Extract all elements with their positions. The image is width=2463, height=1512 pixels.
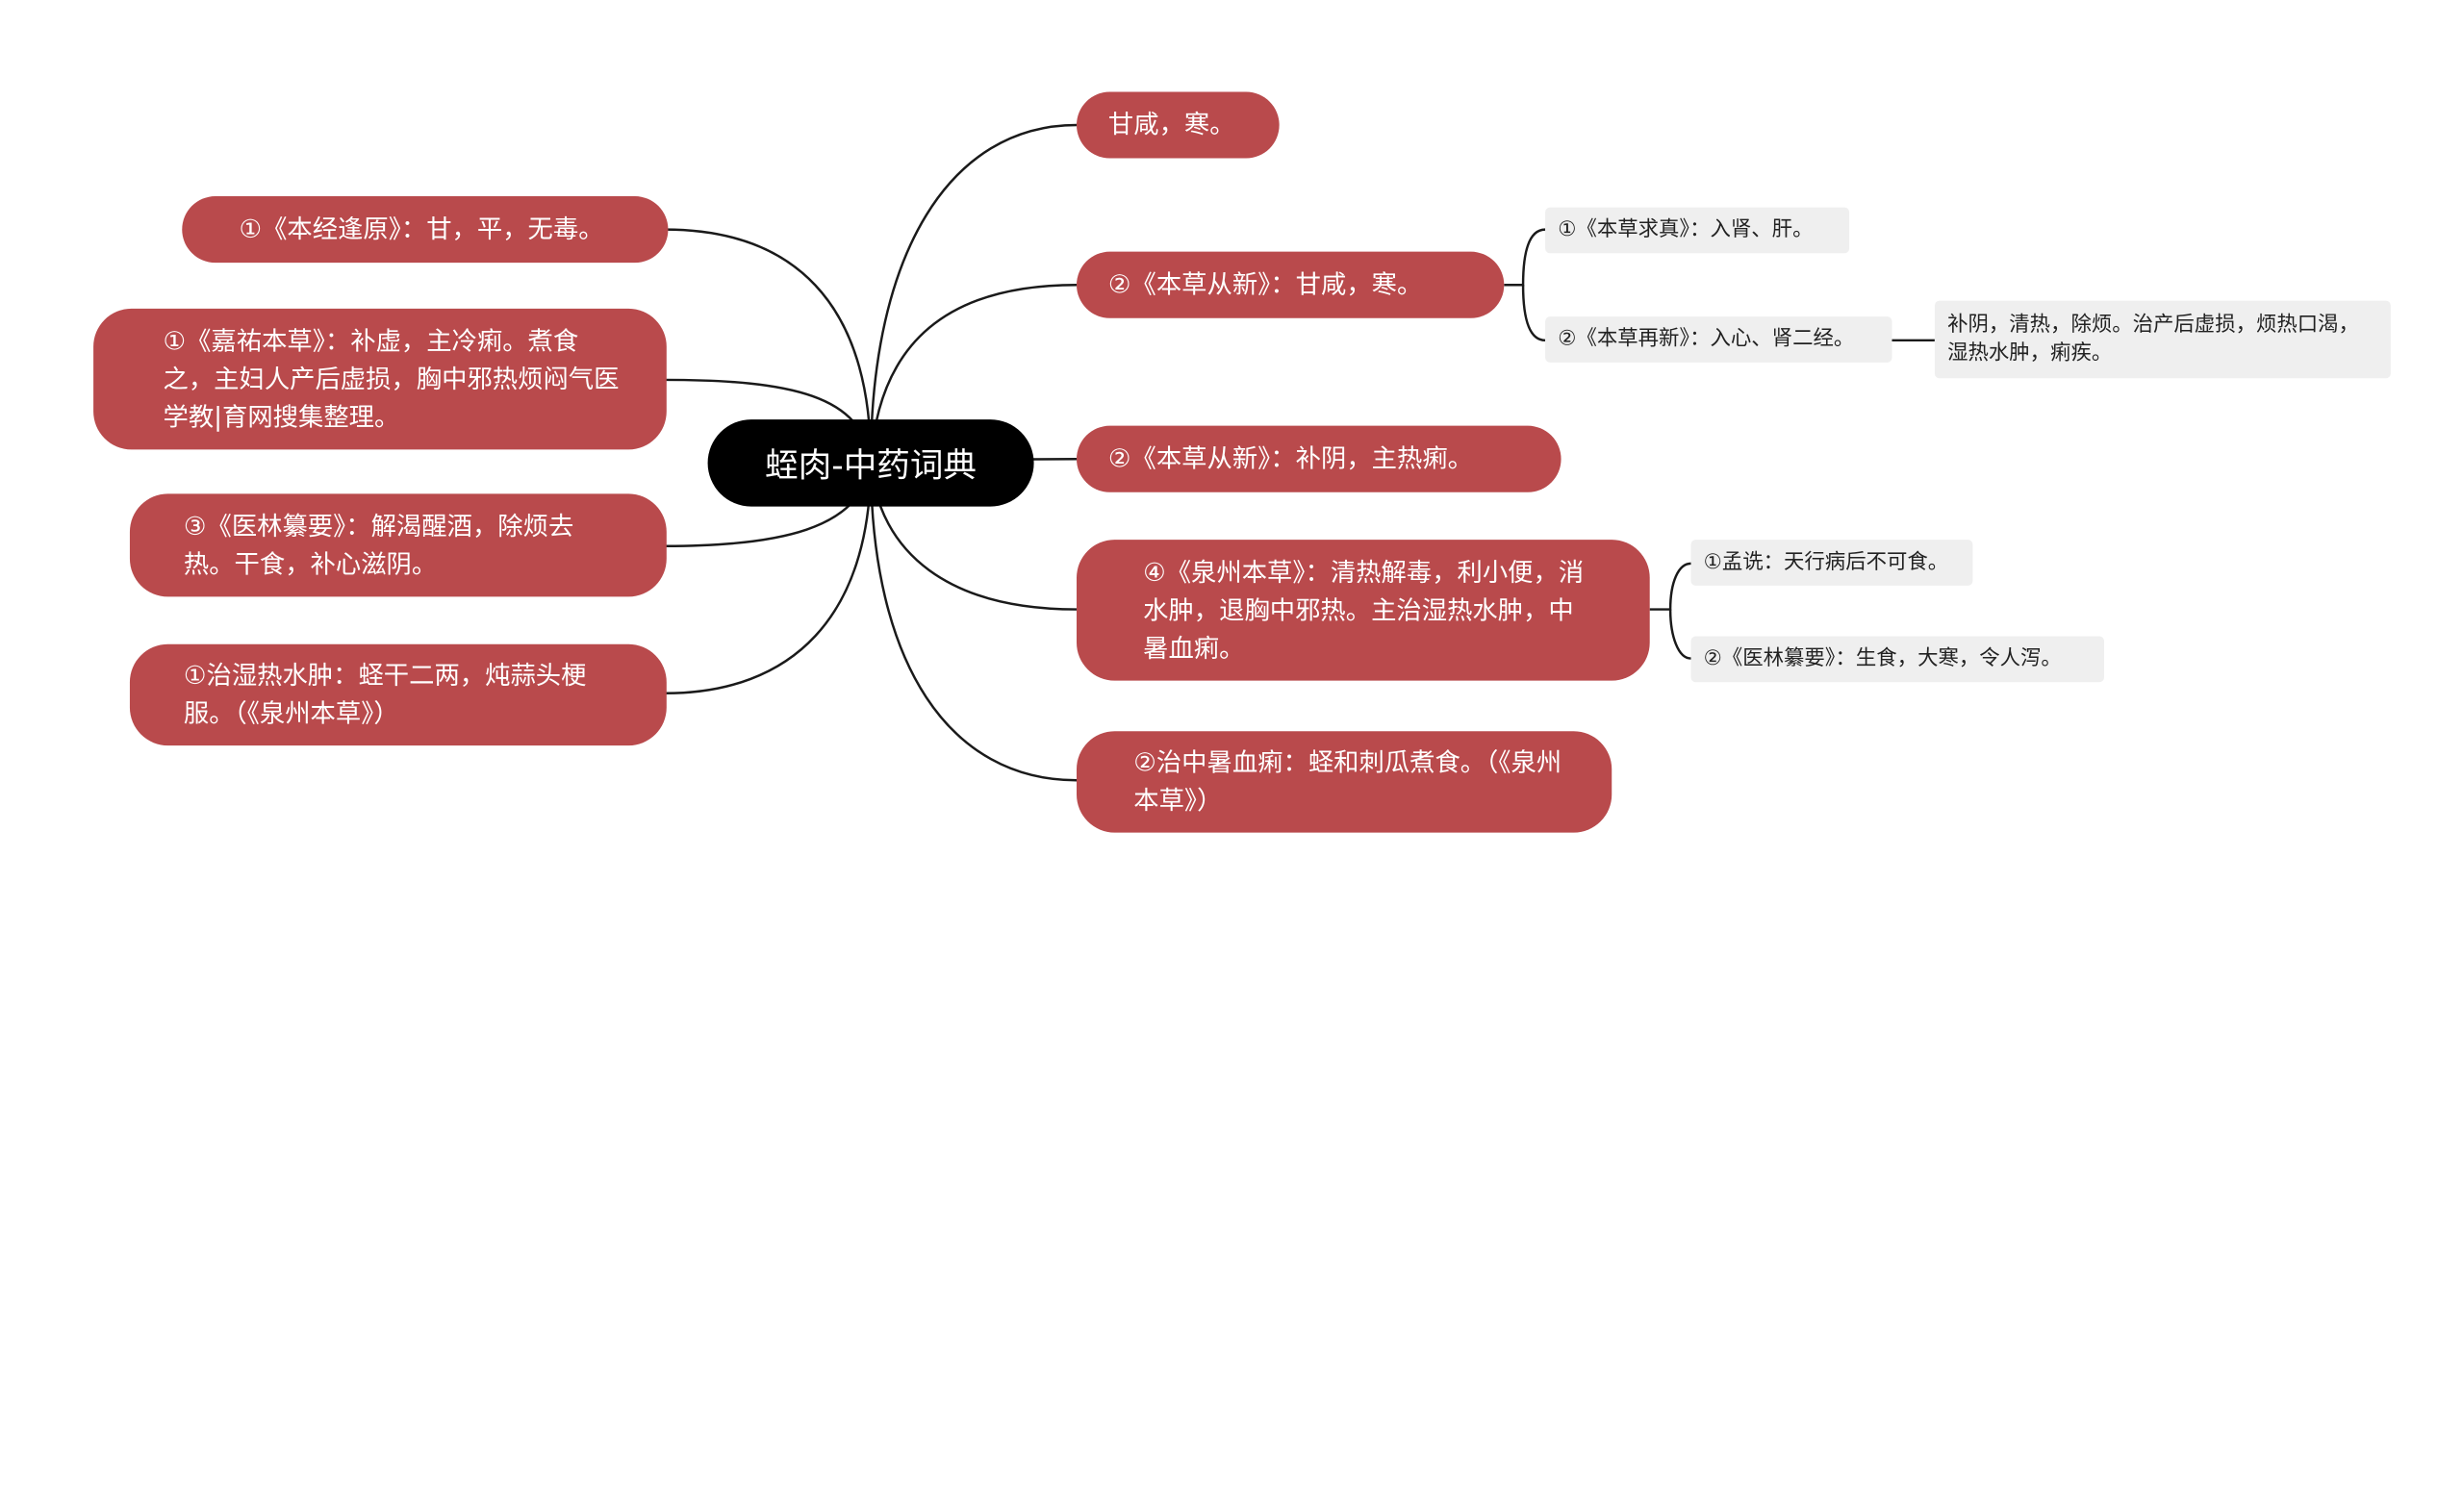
edge-b2-c2 bbox=[1521, 285, 1546, 342]
left-branch-1[interactable]: ①《本经逢原》：甘，平，无毒。 bbox=[182, 196, 669, 264]
edge-root-right-2 bbox=[869, 283, 1078, 463]
sub-node-effects-label: 补阴，清热，除烦。治产后虚损，烦热口渴，湿热水肿，痢疾。 bbox=[1947, 313, 2359, 365]
right-branch-1[interactable]: 甘咸，寒。 bbox=[1077, 91, 1280, 159]
edge-root-right-5 bbox=[869, 462, 1078, 782]
right-branch-4-label: ④《泉州本草》：清热解毒，利小便，消水肿，退胸中邪热。主治湿热水肿，中暑血痢。 bbox=[1143, 556, 1585, 663]
edge-b4-c1 bbox=[1649, 562, 1691, 611]
right-branch-1-label: 甘咸，寒。 bbox=[1107, 109, 1235, 139]
edge-b4-c2 bbox=[1668, 609, 1691, 660]
edge-root-left-4 bbox=[665, 462, 873, 695]
sub-node-yilin-zuanyao-label: ②《医林纂要》：生食，大寒，令人泻。 bbox=[1703, 646, 2062, 670]
edge-root-left-1 bbox=[665, 228, 873, 463]
sub-node-meng-shen-label: ①孟诜：天行病后不可食。 bbox=[1703, 549, 1949, 574]
left-branch-3[interactable]: ③《医林纂要》：解渴醒酒，除烦去热。干食，补心滋阴。 bbox=[129, 493, 667, 597]
sub-node-meng-shen[interactable]: ①孟诜：天行病后不可食。 bbox=[1690, 540, 1973, 586]
right-branch-4[interactable]: ④《泉州本草》：清热解毒，利小便，消水肿，退胸中邪热。主治湿热水肿，中暑血痢。 bbox=[1077, 540, 1650, 681]
sub-node-bencao-zaixin-label: ②《本草再新》：入心、肾二经。 bbox=[1558, 326, 1855, 351]
right-branch-2-label: ②《本草从新》：甘咸，寒。 bbox=[1107, 268, 1423, 300]
right-branch-5-label: ②治中暑血痢：蛏和刺瓜煮食。（《泉州本草》） bbox=[1133, 746, 1562, 816]
sub-node-bencao-qiuzhen-label: ①《本草求真》：入肾、肝。 bbox=[1558, 217, 1814, 241]
root-node[interactable]: 蛭肉-中药词典 bbox=[707, 419, 1034, 507]
right-branch-3-label: ②《本草从新》：补阴，主热痢。 bbox=[1107, 442, 1473, 474]
left-branch-3-label: ③《医林纂要》：解渴醒酒，除烦去热。干食，补心滋阴。 bbox=[183, 510, 574, 579]
left-branch-4[interactable]: ①治湿热水肿：蛏干二两，炖蒜头梗服。（《泉州本草》） bbox=[129, 643, 667, 746]
left-branch-2-label: ①《嘉祐本草》：补虚，主冷痢。煮食之，主妇人产后虚损，胸中邪热烦闷气医学教|育网… bbox=[163, 325, 620, 432]
left-branch-2[interactable]: ①《嘉祐本草》：补虚，主冷痢。煮食之，主妇人产后虚损，胸中邪热烦闷气医学教|育网… bbox=[93, 308, 667, 450]
sub-node-bencao-zaixin[interactable]: ②《本草再新》：入心、肾二经。 bbox=[1545, 316, 1892, 363]
left-branch-4-label: ①治湿热水肿：蛏干二两，炖蒜头梗服。（《泉州本草》） bbox=[183, 660, 587, 728]
right-branch-3[interactable]: ②《本草从新》：补阴，主热痢。 bbox=[1077, 425, 1562, 492]
root-node-label: 蛭肉-中药词典 bbox=[765, 445, 977, 484]
edge-root-right-1 bbox=[869, 123, 1078, 463]
sub-node-yilin-zuanyao[interactable]: ②《医林纂要》：生食，大寒，令人泻。 bbox=[1690, 636, 2105, 683]
edge-b2-c1 bbox=[1504, 228, 1546, 287]
right-branch-5[interactable]: ②治中暑血痢：蛏和刺瓜煮食。（《泉州本草》） bbox=[1077, 731, 1612, 833]
sub-node-bencao-qiuzhen[interactable]: ①《本草求真》：入肾、肝。 bbox=[1545, 207, 1850, 254]
sub-node-effects[interactable]: 补阴，清热，除烦。治产后虚损，烦热口渴，湿热水肿，痢疾。 bbox=[1934, 300, 2391, 379]
right-branch-2[interactable]: ②《本草从新》：甘咸，寒。 bbox=[1077, 251, 1505, 318]
left-branch-1-label: ①《本经逢原》：甘，平，无毒。 bbox=[239, 214, 604, 244]
